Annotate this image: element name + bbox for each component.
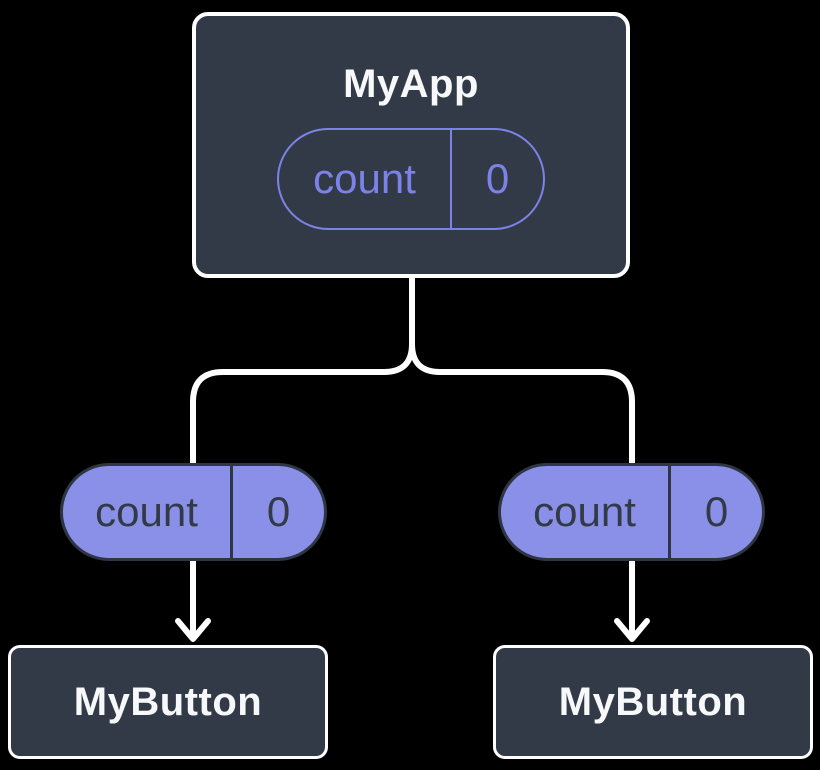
right-prop-pill: count 0: [498, 463, 765, 561]
right-prop-name: count: [533, 488, 636, 535]
connector-right-branch: [409, 271, 635, 639]
root-component-title: MyApp: [343, 62, 479, 106]
left-prop-pill: count 0: [60, 463, 327, 561]
left-child-component-card: MyButton: [8, 645, 328, 759]
arrow-head-left-icon: [175, 618, 211, 642]
root-state-pill: count 0: [277, 128, 545, 230]
left-prop-name: count: [95, 488, 198, 535]
root-state-value: 0: [450, 130, 543, 228]
connector-left-branch: [190, 271, 415, 639]
root-component-card: MyApp count 0: [192, 12, 630, 278]
root-state-name: count: [313, 155, 416, 202]
arrow-head-right-icon: [614, 618, 650, 642]
right-child-component-title: MyButton: [558, 679, 748, 724]
left-prop-value: 0: [230, 466, 324, 558]
right-prop-value: 0: [668, 466, 762, 558]
right-child-component-card: MyButton: [493, 645, 813, 759]
left-child-component-title: MyButton: [73, 679, 263, 724]
